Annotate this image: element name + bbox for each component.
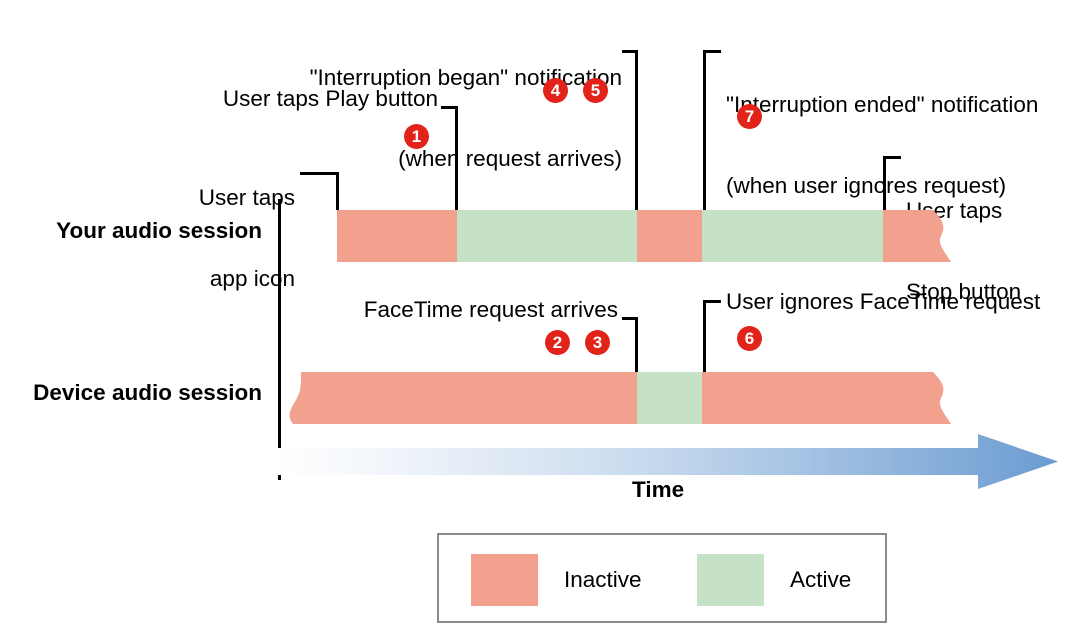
- annotation-interruption-began-line2: (when request arrives): [398, 146, 622, 171]
- annotation-user-taps-play: User taps Play button: [222, 86, 438, 111]
- segment-device-inactive-1: [289, 372, 637, 424]
- leader-facetime-request-stub: [622, 317, 638, 320]
- badge-3: 3: [585, 330, 610, 355]
- leader-user-taps-play-stub: [441, 106, 457, 109]
- annotation-facetime-request-arrives: FaceTime request arrives: [363, 297, 618, 322]
- badge-5: 5: [583, 78, 608, 103]
- leader-user-taps-stop-line: [883, 156, 886, 210]
- annotation-interruption-ended: "Interruption ended" notification (when …: [726, 37, 1076, 253]
- time-arrow: [278, 434, 1058, 489]
- leader-facetime-request-line: [635, 317, 638, 372]
- badge-2: 2: [545, 330, 570, 355]
- vertical-axis: [278, 199, 281, 480]
- leader-interruption-ended-stub: [703, 50, 721, 53]
- timeline-bar-your-audio-session-svg: [337, 210, 951, 262]
- leader-user-ignores-facetime-line: [703, 300, 706, 372]
- leader-user-taps-stop-stub: [883, 156, 901, 159]
- leader-user-ignores-facetime-stub: [703, 300, 721, 303]
- badge-7: 7: [737, 104, 762, 129]
- annotation-user-taps-app-icon-line1: User taps: [198, 185, 295, 210]
- annotation-user-taps-stop: User taps Stop button: [906, 143, 1079, 359]
- segment-inactive-1: [337, 210, 457, 262]
- segment-inactive-2: [637, 210, 702, 262]
- legend-item-inactive: Inactive: [471, 554, 642, 606]
- legend: Inactive Active: [437, 533, 887, 623]
- leader-interruption-began-stub: [622, 50, 638, 53]
- leader-interruption-began-line: [635, 50, 638, 210]
- leader-user-taps-play-line: [455, 106, 458, 210]
- timeline-bar-your-audio-session: [337, 210, 965, 262]
- time-axis-label: Time: [632, 477, 685, 502]
- timeline-bar-device-audio-session-svg: [289, 372, 952, 424]
- segment-device-inactive-2: [702, 372, 952, 424]
- leader-user-taps-app-icon-line: [336, 172, 339, 210]
- annotation-interruption-ended-line2: (when user ignores request): [726, 173, 1007, 198]
- badge-4: 4: [543, 78, 568, 103]
- segment-active-1: [457, 210, 637, 262]
- legend-label-active: Active: [790, 567, 852, 592]
- legend-swatch-inactive: [471, 554, 538, 606]
- timeline-bar-device-audio-session: [288, 372, 965, 424]
- leader-interruption-ended-line: [703, 50, 706, 210]
- legend-label-inactive: Inactive: [564, 567, 642, 592]
- segment-active-2: [702, 210, 883, 262]
- badge-6: 6: [737, 326, 762, 351]
- legend-item-active: Active: [697, 554, 851, 606]
- annotation-user-ignores-facetime: User ignores FaceTime request: [726, 289, 1041, 314]
- annotation-interruption-ended-line1: "Interruption ended" notification: [726, 92, 1039, 117]
- time-arrow-svg: [278, 434, 1058, 489]
- badge-1: 1: [404, 124, 429, 149]
- annotation-user-taps-app-icon: User taps app icon: [60, 130, 295, 346]
- annotation-interruption-began: "Interruption began" notification (when …: [278, 10, 622, 226]
- leader-user-taps-app-icon-stub: [300, 172, 338, 175]
- segment-device-active-1: [637, 372, 702, 424]
- row-label-your-audio-session: Your audio session: [56, 218, 262, 243]
- annotation-user-taps-stop-line2: Stop button: [906, 279, 1022, 304]
- legend-swatch-active: [697, 554, 764, 606]
- annotation-user-taps-app-icon-line2: app icon: [209, 266, 295, 291]
- row-label-device-audio-session: Device audio session: [33, 380, 262, 405]
- segment-inactive-3: [883, 210, 951, 262]
